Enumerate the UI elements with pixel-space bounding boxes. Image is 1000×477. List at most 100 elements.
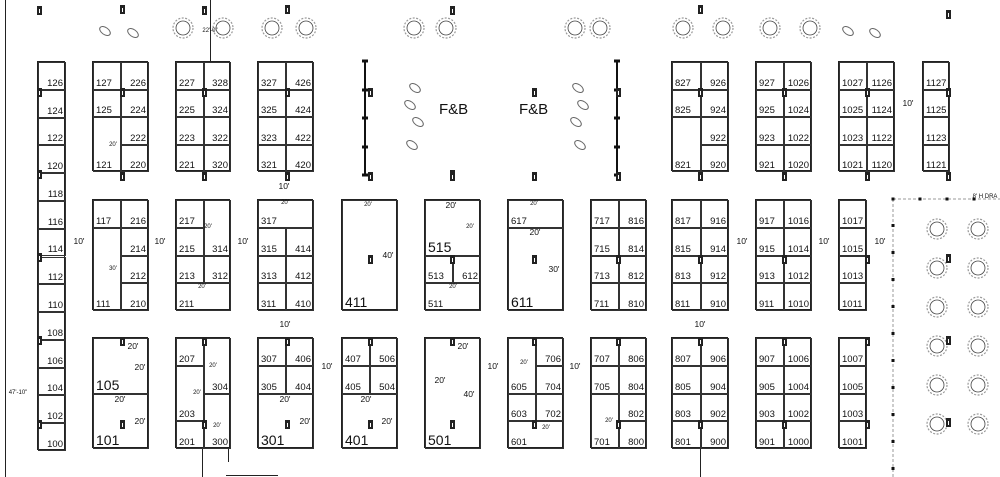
booth-217[interactable]: 217 (176, 200, 204, 228)
booth-210[interactable]: 210 (121, 283, 149, 311)
booth-315[interactable]: 315 (258, 227, 286, 256)
booth-104[interactable]: 104 (38, 367, 66, 396)
booth-313[interactable]: 313 (258, 255, 286, 284)
booth-906[interactable]: 906 (700, 338, 729, 366)
booth-715[interactable]: 715 (591, 227, 619, 256)
booth-121[interactable]: 121 (93, 117, 121, 172)
booth-611[interactable]: 611 (508, 227, 564, 311)
booth-1004[interactable]: 1004 (784, 365, 812, 394)
booth-124[interactable]: 124 (38, 89, 66, 118)
booth-411[interactable]: 411 (342, 200, 398, 311)
booth-904[interactable]: 904 (700, 365, 729, 394)
booth-1013[interactable]: 1013 (839, 255, 867, 284)
booth-813[interactable]: 813 (672, 255, 701, 284)
booth-407[interactable]: 407 (342, 338, 370, 366)
booth-1122[interactable]: 1122 (867, 117, 895, 145)
booth-905[interactable]: 905 (756, 365, 784, 394)
booth-1126[interactable]: 1126 (867, 62, 895, 90)
booth-921[interactable]: 921 (756, 144, 784, 172)
booth-1124[interactable]: 1124 (867, 89, 895, 117)
booth-1005[interactable]: 1005 (839, 365, 867, 394)
booth-804[interactable]: 804 (619, 365, 647, 394)
booth-806[interactable]: 806 (619, 338, 647, 366)
booth-1120[interactable]: 1120 (867, 144, 895, 172)
booth-304[interactable]: 304 (203, 338, 231, 394)
booth-108[interactable]: 108 (38, 312, 66, 340)
booth-410[interactable]: 410 (286, 283, 314, 311)
booth-827[interactable]: 827 (672, 62, 701, 90)
booth-612[interactable]: 612 (453, 255, 481, 284)
booth-225[interactable]: 225 (176, 89, 204, 117)
booth-1011[interactable]: 1011 (839, 283, 867, 311)
booth-1020[interactable]: 1020 (784, 144, 812, 172)
booth-511[interactable]: 511 (425, 283, 481, 311)
booth-911[interactable]: 911 (756, 283, 784, 311)
booth-102[interactable]: 102 (38, 395, 66, 424)
booth-312[interactable]: 312 (203, 255, 231, 284)
booth-901[interactable]: 901 (756, 421, 784, 449)
booth-412[interactable]: 412 (286, 255, 314, 284)
booth-924[interactable]: 924 (700, 89, 729, 117)
booth-214[interactable]: 214 (121, 227, 149, 256)
booth-223[interactable]: 223 (176, 117, 204, 145)
booth-817[interactable]: 817 (672, 200, 701, 228)
booth-800[interactable]: 800 (619, 421, 647, 449)
booth-404[interactable]: 404 (286, 365, 314, 394)
booth-805[interactable]: 805 (672, 365, 701, 394)
booth-110[interactable]: 110 (38, 284, 66, 313)
booth-917[interactable]: 917 (756, 200, 784, 228)
booth-201[interactable]: 201 (176, 421, 204, 449)
booth-116[interactable]: 116 (38, 200, 66, 229)
booth-320[interactable]: 320 (203, 144, 231, 172)
booth-324[interactable]: 324 (203, 89, 231, 117)
booth-812[interactable]: 812 (619, 255, 647, 284)
booth-925[interactable]: 925 (756, 89, 784, 117)
booth-910[interactable]: 910 (700, 283, 729, 311)
booth-112[interactable]: 112 (38, 256, 66, 285)
booth-717[interactable]: 717 (591, 200, 619, 228)
booth-803[interactable]: 803 (672, 393, 701, 422)
booth-912[interactable]: 912 (700, 255, 729, 284)
booth-903[interactable]: 903 (756, 393, 784, 422)
booth-406[interactable]: 406 (286, 338, 314, 366)
booth-426[interactable]: 426 (286, 62, 314, 90)
booth-101[interactable]: 101 (93, 393, 149, 449)
booth-603[interactable]: 603 (508, 393, 536, 422)
booth-1010[interactable]: 1010 (784, 283, 812, 311)
booth-322[interactable]: 322 (203, 117, 231, 145)
booth-1007[interactable]: 1007 (839, 338, 867, 366)
booth-1017[interactable]: 1017 (839, 200, 867, 228)
booth-816[interactable]: 816 (619, 200, 647, 228)
booth-224[interactable]: 224 (121, 89, 149, 117)
booth-305[interactable]: 305 (258, 365, 286, 394)
booth-114[interactable]: 114 (38, 228, 66, 257)
booth-513[interactable]: 513 (425, 255, 453, 284)
booth-1003[interactable]: 1003 (839, 393, 867, 422)
booth-327[interactable]: 327 (258, 62, 286, 90)
booth-118[interactable]: 118 (38, 173, 66, 201)
booth-328[interactable]: 328 (203, 62, 231, 90)
booth-605[interactable]: 605 (508, 338, 536, 394)
booth-1127[interactable]: 1127 (923, 62, 950, 90)
booth-106[interactable]: 106 (38, 339, 66, 368)
booth-215[interactable]: 215 (176, 227, 204, 256)
booth-216[interactable]: 216 (121, 200, 149, 228)
booth-1016[interactable]: 1016 (784, 200, 812, 228)
booth-420[interactable]: 420 (286, 144, 314, 172)
booth-923[interactable]: 923 (756, 117, 784, 145)
booth-1123[interactable]: 1123 (923, 117, 950, 145)
booth-1014[interactable]: 1014 (784, 227, 812, 256)
booth-1025[interactable]: 1025 (839, 89, 867, 117)
booth-117[interactable]: 117 (93, 200, 121, 228)
booth-1015[interactable]: 1015 (839, 227, 867, 256)
booth-707[interactable]: 707 (591, 338, 619, 366)
booth-127[interactable]: 127 (93, 62, 121, 90)
booth-811[interactable]: 811 (672, 283, 701, 311)
booth-926[interactable]: 926 (700, 62, 729, 90)
booth-222[interactable]: 222 (121, 117, 149, 145)
booth-1000[interactable]: 1000 (784, 421, 812, 449)
booth-900[interactable]: 900 (700, 421, 729, 449)
booth-211[interactable]: 211 (176, 283, 231, 311)
booth-325[interactable]: 325 (258, 89, 286, 117)
booth-207[interactable]: 207 (176, 338, 204, 366)
